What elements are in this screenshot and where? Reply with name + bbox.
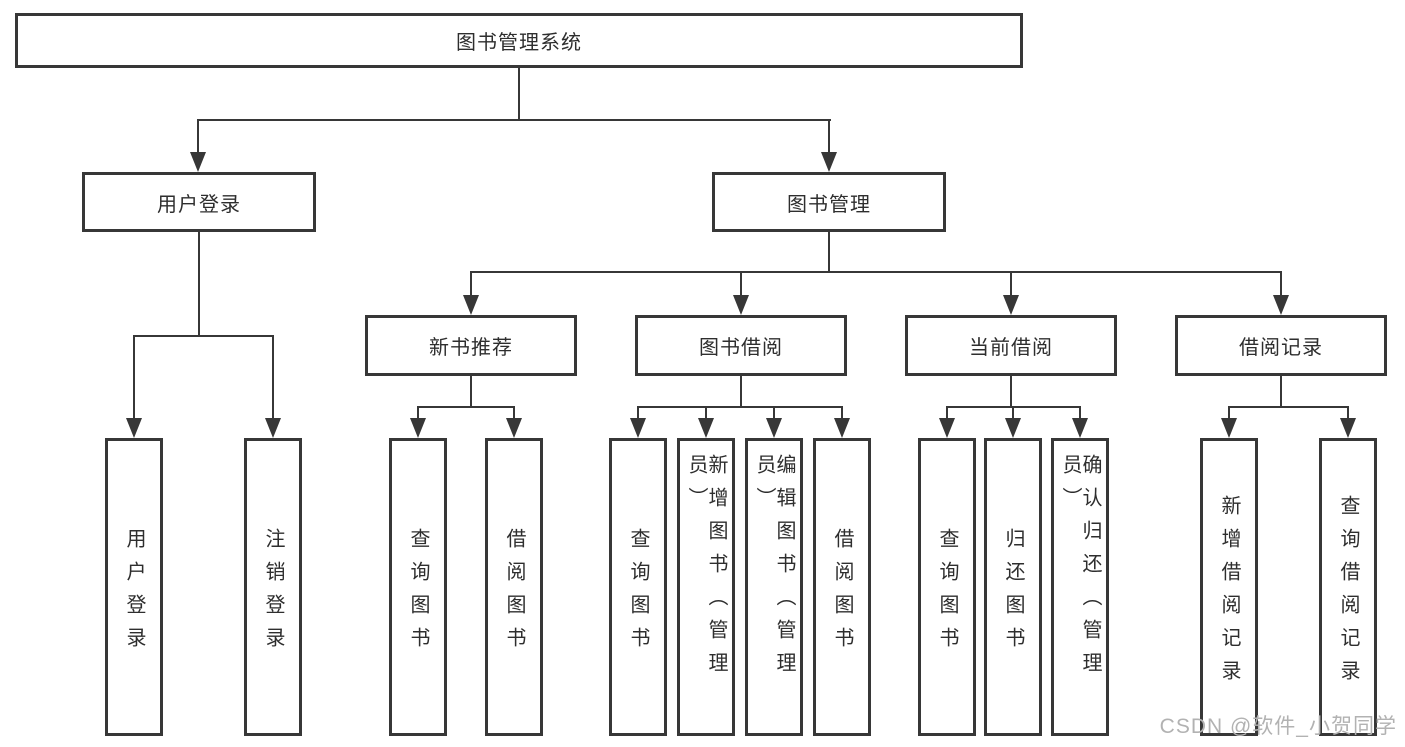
arrow-down-icon [821,152,837,172]
connector-section-stem [470,376,472,408]
connector-section-stem [740,376,742,408]
connector-login-branch [133,335,274,337]
arrow-down-icon [1005,418,1021,438]
node-book-management: 图书管理 [712,172,946,232]
connector-drop-user-login [197,119,199,153]
connector-login-stem [198,232,200,337]
leaf-logout: 注销登录 [244,438,302,736]
node-system-root: 图书管理系统 [15,13,1023,68]
connector-drop-leaf [133,335,135,419]
connector-management-stem [828,232,830,273]
leaf-edit-book-admin-label: 编辑图书（管理员） [753,454,795,685]
leaf-add-book-admin-label: 新增图书（管理员） [685,454,727,685]
arrow-down-icon [1340,418,1356,438]
leaf-query-borrow-record-label: 查询借阅记录 [1337,494,1359,693]
connector-root-branch [197,119,831,121]
arrow-down-icon [410,418,426,438]
connector-drop-leaf [417,406,419,419]
arrow-down-icon [1221,418,1237,438]
arrow-down-icon [1273,295,1289,315]
connector-section-stem [1010,376,1012,408]
leaf-edit-book-admin: 编辑图书（管理员） [745,438,803,736]
leaf-user-login: 用户登录 [105,438,163,736]
node-borrow-records: 借阅记录 [1175,315,1387,376]
leaf-add-borrow-record-label: 新增借阅记录 [1218,494,1240,693]
connector-drop-leaf [637,406,639,419]
leaf-borrow-books-recommend-label: 借阅图书 [503,527,525,660]
node-user-login: 用户登录 [82,172,316,232]
connector-management-branch [470,271,1282,273]
connector-drop-leaf [946,406,948,419]
leaf-confirm-return-admin: 确认归还（管理员） [1051,438,1109,736]
connector-drop-leaf [1012,406,1014,419]
connector-section-branch [1228,406,1349,408]
arrow-down-icon [698,418,714,438]
arrow-down-icon [834,418,850,438]
leaf-query-books-current: 查询图书 [918,438,976,736]
node-book-borrow-label: 图书借阅 [699,337,783,359]
node-book-borrow: 图书借阅 [635,315,847,376]
connector-drop-book-management [828,119,830,153]
connector-drop-leaf [513,406,515,419]
node-user-login-label: 用户登录 [157,193,241,216]
connector-drop-leaf [841,406,843,419]
leaf-query-books-recommend-label: 查询图书 [407,527,429,660]
arrow-down-icon [190,152,206,172]
arrow-down-icon [766,418,782,438]
leaf-user-login-label: 用户登录 [123,527,145,660]
arrow-down-icon [733,295,749,315]
connector-section-branch [637,406,843,408]
leaf-borrow-books-label: 借阅图书 [831,527,853,660]
csdn-watermark: CSDN @软件_小贺同学 [1159,715,1397,738]
node-new-book-recommend-label: 新书推荐 [429,337,513,359]
node-current-borrow-label: 当前借阅 [969,337,1053,359]
connector-drop-leaf [272,335,274,419]
leaf-borrow-books-recommend: 借阅图书 [485,438,543,736]
connector-drop-leaf [705,406,707,419]
leaf-return-book: 归还图书 [984,438,1042,736]
leaf-return-book-label: 归还图书 [1002,527,1024,660]
arrow-down-icon [463,295,479,315]
connector-drop-leaf [1228,406,1230,419]
connector-section-branch [417,406,515,408]
leaf-logout-label: 注销登录 [262,527,284,660]
connector-drop-section [1010,271,1012,296]
connector-drop-section [740,271,742,296]
leaf-add-borrow-record: 新增借阅记录 [1200,438,1258,736]
arrow-down-icon [126,418,142,438]
connector-drop-leaf [1347,406,1349,419]
leaf-confirm-return-admin-label: 确认归还（管理员） [1059,454,1101,685]
connector-drop-section [470,271,472,296]
node-system-root-label: 图书管理系统 [456,32,582,54]
connector-drop-section [1280,271,1282,296]
leaf-add-book-admin: 新增图书（管理员） [677,438,735,736]
node-book-management-label: 图书管理 [787,193,871,216]
leaf-query-books-current-label: 查询图书 [936,527,958,660]
leaf-query-borrow-record: 查询借阅记录 [1319,438,1377,736]
arrow-down-icon [506,418,522,438]
arrow-down-icon [1072,418,1088,438]
node-new-book-recommend: 新书推荐 [365,315,577,376]
leaf-query-books-recommend: 查询图书 [389,438,447,736]
leaf-borrow-books: 借阅图书 [813,438,871,736]
leaf-query-books-borrow-label: 查询图书 [627,527,649,660]
node-borrow-records-label: 借阅记录 [1239,337,1323,359]
arrow-down-icon [1003,295,1019,315]
node-current-borrow: 当前借阅 [905,315,1117,376]
connector-section-stem [1280,376,1282,408]
connector-drop-leaf [1079,406,1081,419]
arrow-down-icon [630,418,646,438]
arrow-down-icon [265,418,281,438]
connector-root-stem [518,68,520,121]
arrow-down-icon [939,418,955,438]
leaf-query-books-borrow: 查询图书 [609,438,667,736]
connector-drop-leaf [773,406,775,419]
